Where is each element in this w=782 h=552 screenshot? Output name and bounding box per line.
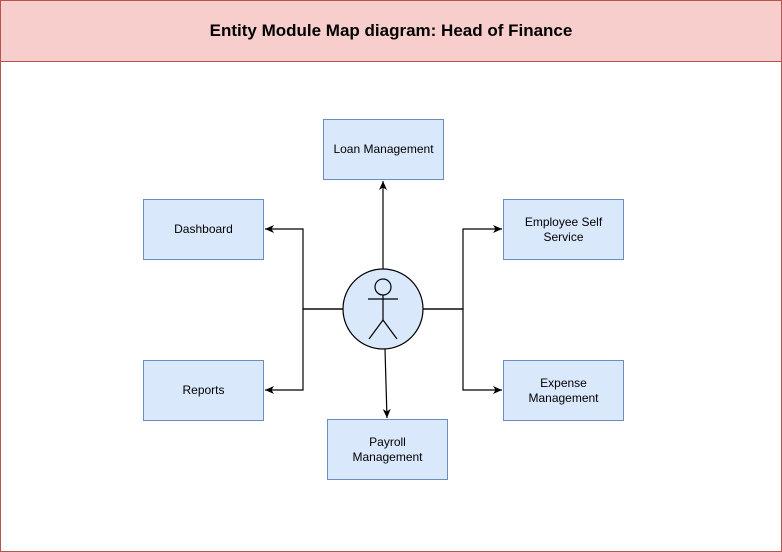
connector-dashboard (265, 225, 343, 310)
module-employee-self-service: Employee Self Service (503, 199, 624, 260)
connector-employee-self-service (423, 225, 502, 310)
module-payroll-management: Payroll Management (327, 419, 448, 480)
module-label: Reports (182, 383, 225, 397)
connectors (265, 181, 502, 419)
module-label: Employee Self Service (524, 214, 603, 244)
module-label: Dashboard (174, 222, 233, 236)
module-label: Expense Management (528, 375, 599, 405)
module-reports: Reports (143, 360, 264, 421)
module-label: Loan Management (333, 142, 434, 156)
module-expense-management: Expense Management (503, 360, 624, 421)
actor-node (342, 268, 424, 350)
stick-figure-icon (368, 278, 398, 340)
module-label: Payroll Management (352, 434, 423, 464)
diagram-title: Entity Module Map diagram: Head of Finan… (209, 21, 573, 40)
connector-payroll-management (382, 348, 391, 419)
connector-expense-management (423, 308, 502, 394)
module-dashboard: Dashboard (143, 199, 264, 260)
connector-reports (265, 308, 343, 394)
module-loan-management: Loan Management (323, 119, 444, 180)
title-bar: Entity Module Map diagram: Head of Finan… (1, 1, 781, 62)
